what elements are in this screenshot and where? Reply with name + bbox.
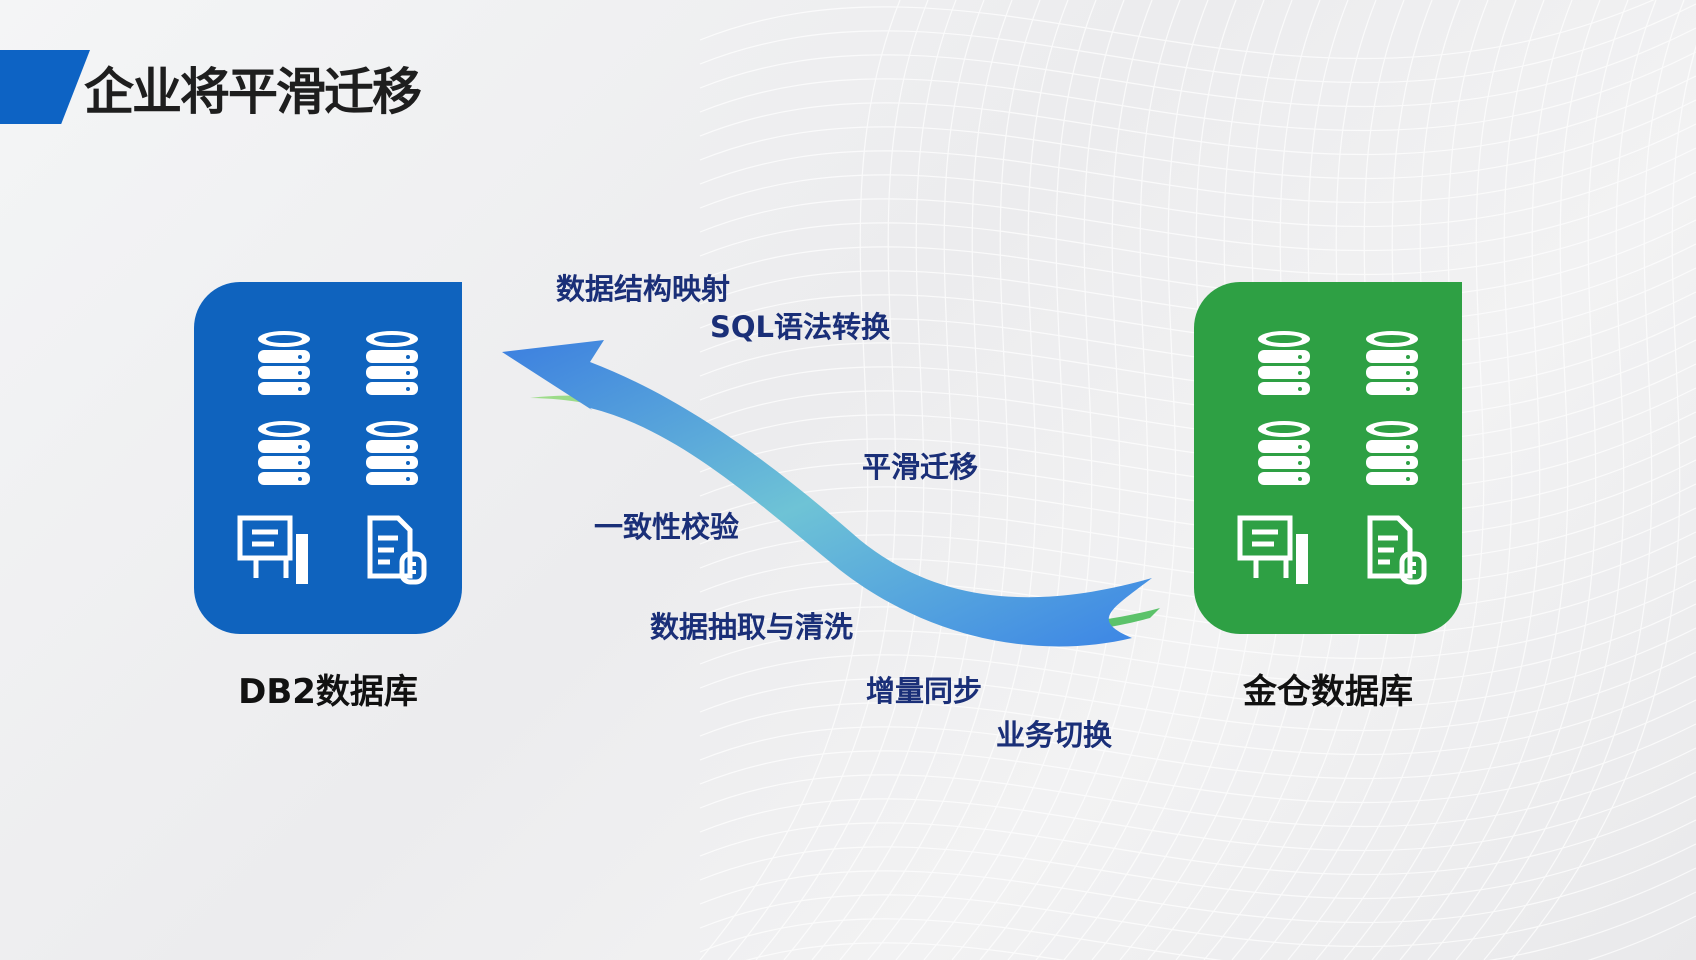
step-sql-conversion: SQL语法转换 [710, 310, 891, 344]
blue-flow-arrow [502, 340, 1152, 647]
database-cylinder-icon [1366, 331, 1418, 395]
document-storage-icon [1367, 515, 1427, 585]
slide-title: 企业将平滑迁移 [84, 63, 422, 121]
step-business-switchover: 业务切换 [996, 718, 1113, 752]
kingbase-database-card [1194, 282, 1462, 634]
server-rack-icon [1237, 515, 1308, 584]
db2-database-card [194, 282, 462, 634]
db2-database-label: DB2数据库 [238, 672, 418, 712]
database-cylinder-icon [1258, 331, 1310, 395]
document-storage-icon [367, 515, 427, 585]
kingbase-database-label: 金仓数据库 [1243, 672, 1413, 712]
database-cylinder-icon [366, 331, 418, 395]
step-consistency-check: 一致性校验 [594, 510, 740, 544]
database-cylinder-icon [1258, 421, 1310, 485]
database-cylinder-icon [366, 421, 418, 485]
step-smooth-migration: 平滑迁移 [862, 450, 979, 484]
step-extract-cleanse: 数据抽取与清洗 [650, 610, 854, 644]
step-schema-mapping: 数据结构映射 [556, 272, 731, 306]
step-incremental-sync: 增量同步 [866, 674, 983, 708]
database-cylinder-icon [258, 331, 310, 395]
database-cylinder-icon [1366, 421, 1418, 485]
database-cylinder-icon [258, 421, 310, 485]
server-rack-icon [237, 515, 308, 584]
